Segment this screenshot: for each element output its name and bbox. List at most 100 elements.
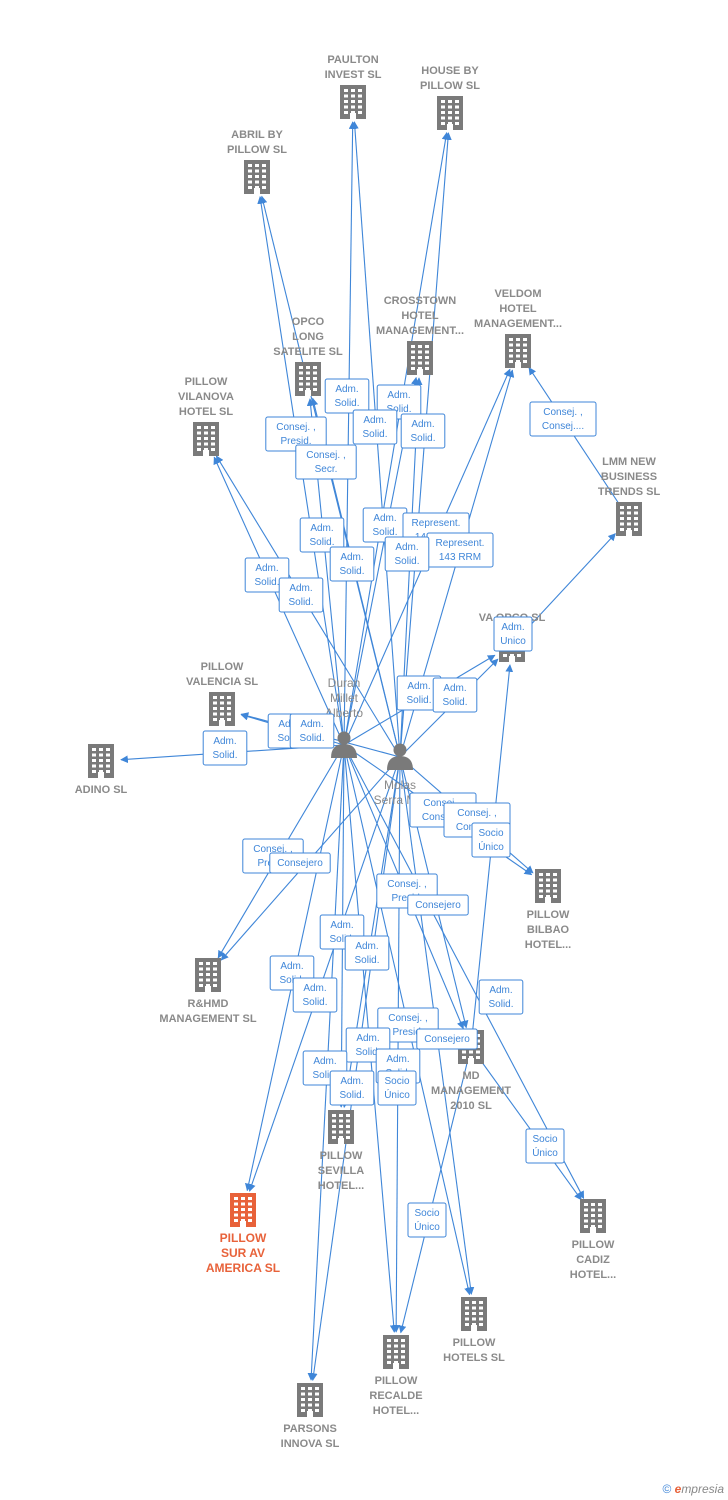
building-icon bbox=[328, 1110, 354, 1144]
edge-label[interactable]: Adm.Solid. bbox=[292, 977, 338, 1013]
edge-label[interactable]: Adm.Solid. bbox=[400, 413, 446, 449]
company-label-line: BUSINESS bbox=[601, 471, 657, 483]
edge-label-text: Socio bbox=[414, 1208, 439, 1219]
edge-label-text: Consejero bbox=[415, 900, 461, 911]
edge-label[interactable]: Consej. ,Consej.... bbox=[529, 401, 597, 437]
edge-label[interactable]: Consejero bbox=[416, 1028, 478, 1050]
edge-label-text: Adm. bbox=[310, 523, 333, 534]
edge-label-box bbox=[493, 616, 533, 652]
edge-label-text: Solid. bbox=[299, 733, 324, 744]
edge-label[interactable]: Adm.Solid. bbox=[329, 1070, 375, 1106]
company-label-line: HOTEL SL bbox=[179, 406, 233, 418]
footer-brand: © empresia bbox=[662, 1482, 724, 1496]
edge-label[interactable]: Adm.Solid. bbox=[329, 546, 375, 582]
edge-label[interactable]: Adm.Solid. bbox=[244, 557, 290, 593]
company-node-crosstown[interactable]: CROSSTOWNHOTELMANAGEMENT... bbox=[376, 295, 464, 375]
edge-label-text: Adm. bbox=[330, 920, 353, 931]
edge-label-box bbox=[344, 935, 390, 971]
company-label-line: HOTEL bbox=[499, 303, 537, 315]
edge-label[interactable]: Adm.Solid. bbox=[432, 677, 478, 713]
company-label-line: VELDOM bbox=[494, 288, 541, 300]
copyright-symbol: © bbox=[662, 1482, 672, 1496]
company-node-bilbao[interactable]: PILLOWBILBAOHOTEL... bbox=[525, 869, 571, 951]
building-icon bbox=[535, 869, 561, 903]
edge-label-text: Adm. bbox=[373, 513, 396, 524]
edge-label-text: Solid. bbox=[372, 527, 397, 538]
edge-label-text: Adm. bbox=[335, 384, 358, 395]
building-icon bbox=[505, 334, 531, 368]
edge-label-text: Adm. bbox=[280, 961, 303, 972]
company-label-line: PARSONS bbox=[283, 1423, 337, 1435]
edge-label[interactable]: Adm.Solid. bbox=[278, 577, 324, 613]
company-node-adino[interactable]: ADINO SL bbox=[75, 744, 128, 796]
edge-label-text: 143 RRM bbox=[439, 552, 481, 563]
company-label-line: LONG bbox=[292, 331, 324, 343]
edge-label-box bbox=[471, 822, 511, 858]
edge-label[interactable]: Adm. Solid. bbox=[352, 409, 398, 445]
edge-label[interactable]: Consej. ,Secr. bbox=[295, 444, 357, 480]
company-label-line: HOTELS SL bbox=[443, 1352, 505, 1364]
edge-label[interactable]: Adm.Solid. bbox=[289, 713, 335, 749]
edge-md-cadiz bbox=[470, 1046, 582, 1201]
edge-label[interactable]: Adm.Solid. bbox=[202, 730, 248, 766]
edge-label-text: Socio bbox=[478, 828, 503, 839]
edge-label-text: Adm. bbox=[340, 552, 363, 563]
edge-label-box bbox=[377, 1070, 417, 1106]
edge-label-text: Consej. , bbox=[253, 844, 292, 855]
edge-label-box bbox=[352, 409, 398, 445]
edge-label-text: Represent. bbox=[436, 538, 485, 549]
company-label-line: PILLOW bbox=[375, 1375, 418, 1387]
edge-label[interactable]: Adm.Unico bbox=[493, 616, 533, 652]
brand-initial: e bbox=[674, 1482, 682, 1496]
edge-label[interactable]: Adm.Solid. bbox=[344, 935, 390, 971]
edge-label-text: Adm. bbox=[303, 983, 326, 994]
edge-label[interactable]: Consejero bbox=[269, 852, 331, 874]
edge-molas-recalde bbox=[392, 756, 401, 1333]
person-label-line: Millet bbox=[330, 691, 359, 705]
building-icon bbox=[580, 1199, 606, 1233]
company-node-sevilla[interactable]: PILLOWSEVILLAHOTEL... bbox=[318, 1110, 365, 1192]
edge-label-text: Solid. bbox=[362, 429, 387, 440]
edge-label[interactable]: Adm.Solid. bbox=[478, 979, 524, 1015]
company-label-line: RECALDE bbox=[369, 1390, 422, 1402]
company-node-veldom[interactable]: VELDOMHOTELMANAGEMENT... bbox=[474, 288, 562, 368]
edge-label-text: Solid. bbox=[279, 975, 304, 986]
edge-label-text: Consejero bbox=[277, 858, 323, 869]
edge-label[interactable]: Adm.Solid. bbox=[396, 675, 442, 711]
edge-label[interactable]: Adm.Solid. bbox=[299, 517, 345, 553]
edge-label-text: Adm. bbox=[355, 941, 378, 952]
edge-label[interactable]: Represent. 143 RRM bbox=[426, 532, 494, 568]
edge-label[interactable]: Adm.Solid. bbox=[324, 378, 370, 414]
edge-label-text: Adm. bbox=[363, 415, 386, 426]
edge-label-text: Adm. bbox=[340, 1076, 363, 1087]
edge-label-box bbox=[400, 413, 446, 449]
edge-label-box bbox=[432, 677, 478, 713]
person-icon bbox=[387, 743, 413, 770]
company-label-line: R&HMD bbox=[188, 998, 229, 1010]
edge-label-text: Presid. bbox=[391, 893, 422, 904]
company-node-cadiz[interactable]: PILLOWCADIZHOTEL... bbox=[570, 1199, 616, 1281]
company-label-line: HOTEL... bbox=[373, 1405, 419, 1417]
company-label-line: SEVILLA bbox=[318, 1165, 365, 1177]
company-node-recalde[interactable]: PILLOW RECALDE HOTEL... bbox=[369, 1335, 423, 1417]
edge-label[interactable]: Consejero bbox=[407, 894, 469, 916]
edge-label[interactable]: Adm.Solid. bbox=[384, 536, 430, 572]
company-label-line: 2010 SL bbox=[450, 1100, 492, 1112]
company-label-line: AMERICA SL bbox=[206, 1261, 280, 1275]
